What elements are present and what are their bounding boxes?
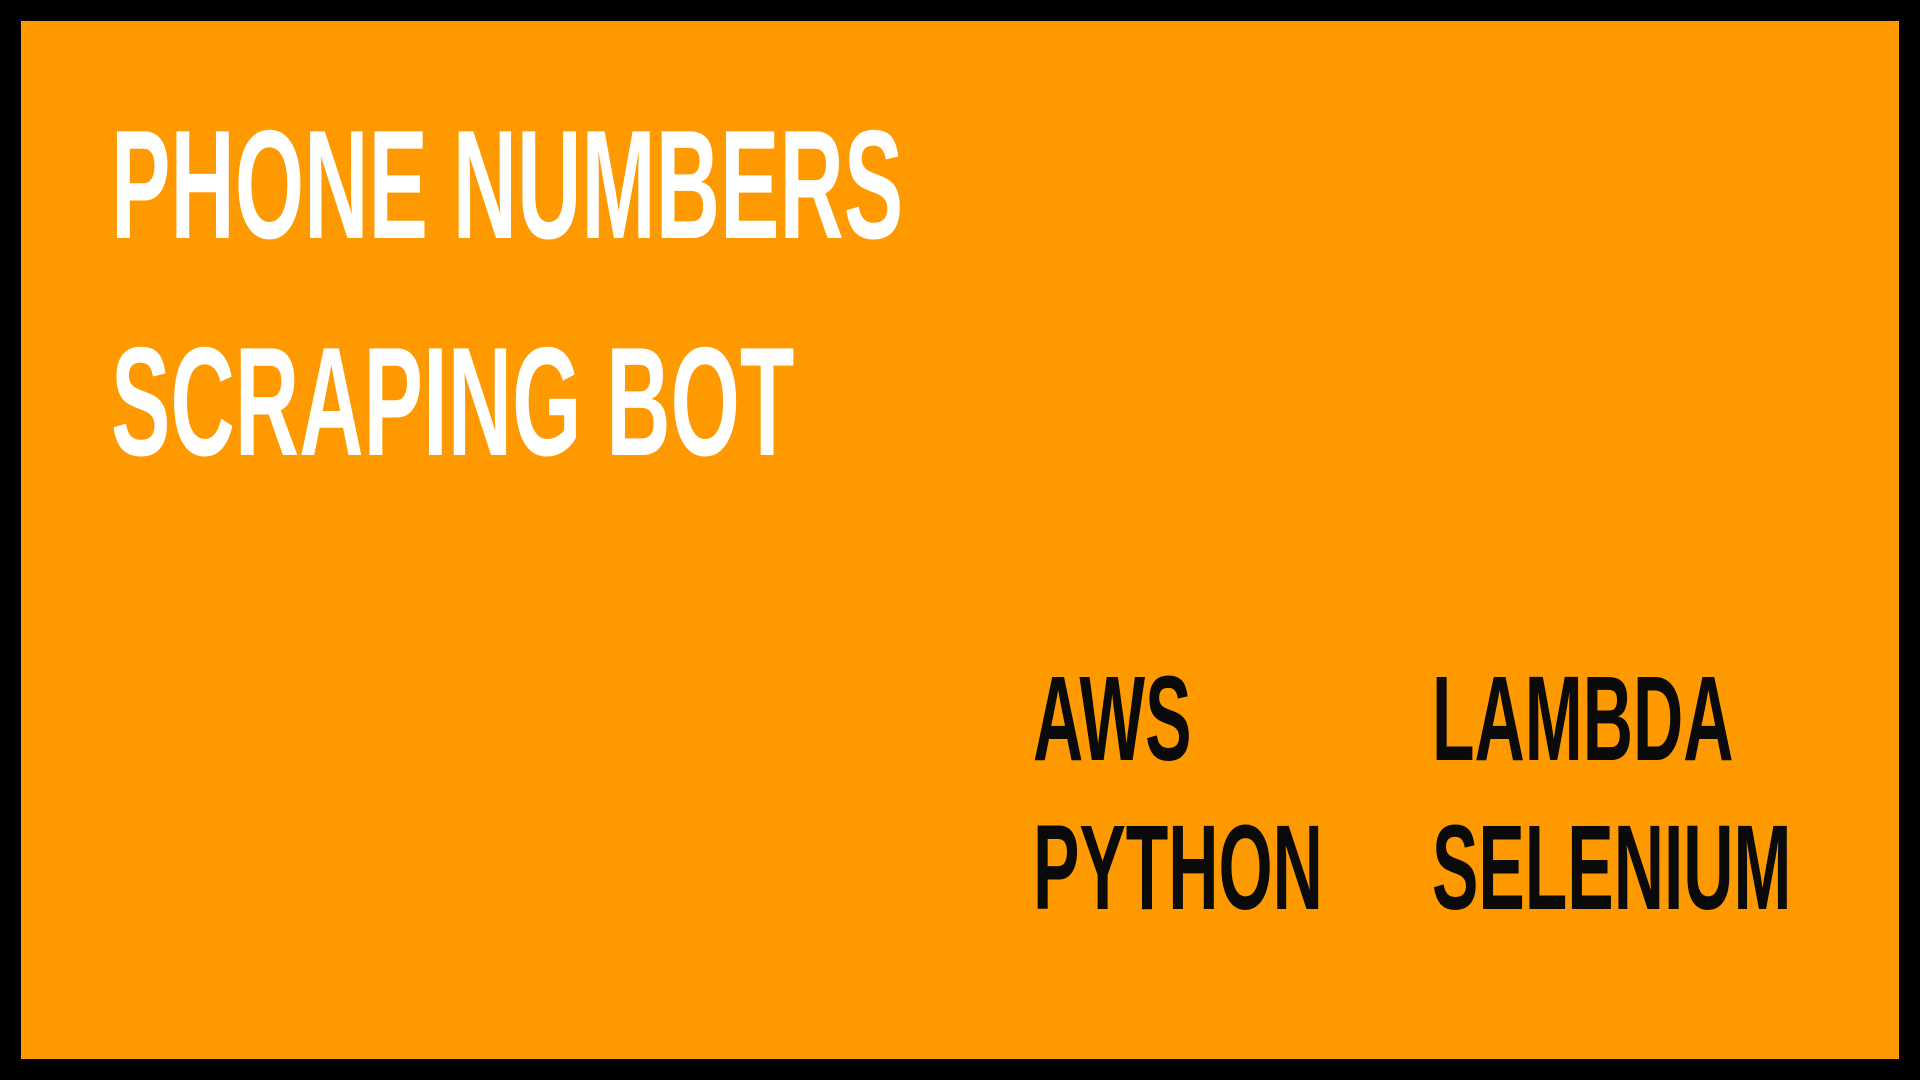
title-line-1: PHONE NUMBERS [111, 98, 904, 271]
orange-panel: PHONE NUMBERS SCRAPING BOT AWS PYTHON LA… [21, 21, 1899, 1059]
tag-selenium: SELENIUM [1432, 799, 1792, 935]
title-line-2: SCRAPING BOT [111, 315, 795, 488]
tag-python: PYTHON [1033, 799, 1323, 935]
tag-lambda: LAMBDA [1432, 650, 1734, 786]
tag-aws: AWS [1033, 650, 1192, 786]
